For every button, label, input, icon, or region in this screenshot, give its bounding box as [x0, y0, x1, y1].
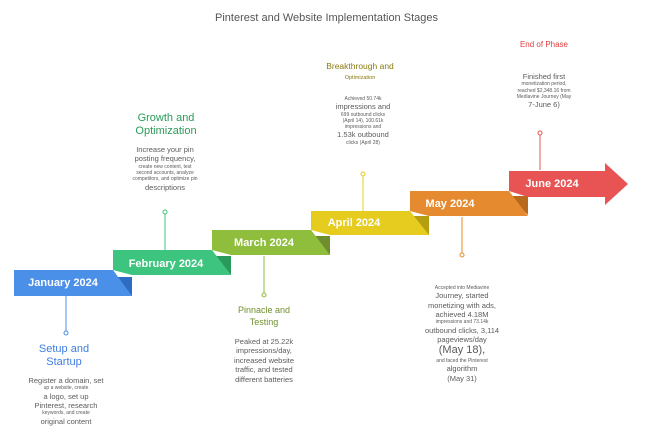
desc-line: second accounts, analyze [136, 170, 194, 176]
desc-line: pageviews/day [437, 335, 487, 344]
stage-heading-jun: End of Phase [494, 40, 594, 49]
step-bar-jan [14, 270, 132, 296]
step-bar-apr [311, 211, 429, 235]
desc-line: Increase your pin [136, 145, 194, 154]
stage-heading-feb: Growth and Optimization [116, 112, 216, 137]
desc-line: (May 18), [438, 344, 486, 357]
month-label-jan: January 2024 [28, 277, 98, 289]
stage-desc-mar: Peaked at 25.22k impressions/day, increa… [212, 337, 316, 384]
desc-line: outbound clicks, 3,114 [424, 325, 500, 335]
desc-line: up a website, create [43, 385, 89, 392]
desc-line: 7-June 6) [528, 100, 560, 110]
stage-heading-line: Growth and [137, 112, 195, 124]
stage-heading-line: Optimization [344, 74, 376, 81]
desc-line: increased website [233, 355, 295, 365]
desc-line: (April 14), 100.61k [342, 117, 384, 124]
stage-heading-line: Testing [249, 317, 279, 328]
desc-line: and faced the Pinterest [436, 358, 488, 365]
connector-dot-jun [537, 130, 543, 136]
step-arrow-jun [509, 163, 628, 205]
desc-line: clicks (April 28) [346, 139, 380, 146]
desc-line: impressions and 73.14k [435, 319, 489, 326]
month-label-mar: March 2024 [234, 237, 294, 249]
step-bar-may [410, 191, 528, 216]
stage-desc-jun: Finished first monetization period, reac… [494, 72, 594, 110]
stage-heading-mar: Pinnacle and Testing [214, 304, 314, 328]
desc-line: Journey, started [435, 291, 489, 301]
desc-line: impressions/day, [236, 346, 292, 356]
stage-desc-apr: Achieved 50.74k impressions and 699 outb… [314, 96, 412, 146]
desc-line: (May 31) [447, 373, 477, 383]
step-bar-mar [212, 230, 330, 255]
connector-dot-mar [261, 292, 267, 298]
stage-desc-jan: Register a domain, set up a website, cre… [14, 376, 118, 426]
connector-dot-may [459, 252, 465, 258]
desc-line: algorithm [446, 364, 478, 374]
month-label-jun: June 2024 [525, 178, 579, 190]
desc-line: Achieved 50.74k [344, 96, 382, 102]
desc-line: descriptions [144, 182, 186, 192]
desc-line: original content [40, 416, 92, 426]
desc-line: 699 outbound clicks [340, 111, 386, 118]
diagram-title: Pinterest and Website Implementation Sta… [215, 12, 438, 24]
desc-line: monetizing with ads, [428, 300, 496, 310]
month-label-apr: April 2024 [327, 217, 381, 229]
desc-line: posting frequency, [134, 154, 196, 164]
desc-line: Finished first [522, 72, 566, 81]
month-label-may: May 2024 [425, 198, 475, 210]
desc-line: create new content, test [138, 163, 192, 170]
stage-desc-feb: Increase your pin posting frequency, cre… [112, 145, 218, 192]
step-bar-feb [113, 250, 231, 275]
connector-dot-jan [63, 330, 69, 336]
desc-line: monetization period, [521, 81, 567, 88]
desc-line: Register a domain, set [28, 376, 104, 385]
desc-line: reached $2,348.16 from [517, 87, 571, 94]
desc-line: Peaked at 25.22k [234, 337, 294, 346]
desc-line: impressions and [335, 102, 391, 112]
stage-heading-line: End of Phase [519, 40, 569, 49]
desc-line: impressions and [344, 124, 382, 131]
desc-line: Accepted into Mediavine [434, 285, 490, 291]
desc-line: Pinterest, research [34, 401, 98, 410]
stage-heading-line: Startup [46, 355, 82, 368]
connector-dot-feb [162, 209, 168, 215]
desc-line: 1.53k outbound [337, 130, 389, 140]
desc-line: a logo, set up [43, 391, 89, 401]
desc-line: different batteries [235, 374, 293, 384]
desc-line: achieved 4.18M [435, 310, 489, 319]
stage-heading-line: Optimization [135, 124, 197, 137]
stage-heading-line: Setup and [38, 343, 90, 355]
stage-heading-jan: Setup and Startup [16, 343, 112, 368]
desc-line: keywords, and create [42, 410, 90, 417]
desc-line: traffic, and tested [235, 365, 293, 375]
stage-heading-apr: Breakthrough and Optimization [310, 60, 410, 82]
desc-line: competitors, and optimize pin [132, 176, 198, 183]
desc-line: Mediavine Journey (May [516, 93, 572, 100]
stage-desc-may: Accepted into Mediavine Journey, started… [410, 285, 514, 383]
connectors [63, 130, 543, 336]
stage-heading-line: Pinnacle and [237, 305, 291, 315]
stage-heading-line: Breakthrough and [326, 61, 394, 71]
connector-dot-apr [360, 171, 366, 177]
month-label-feb: February 2024 [128, 258, 204, 270]
